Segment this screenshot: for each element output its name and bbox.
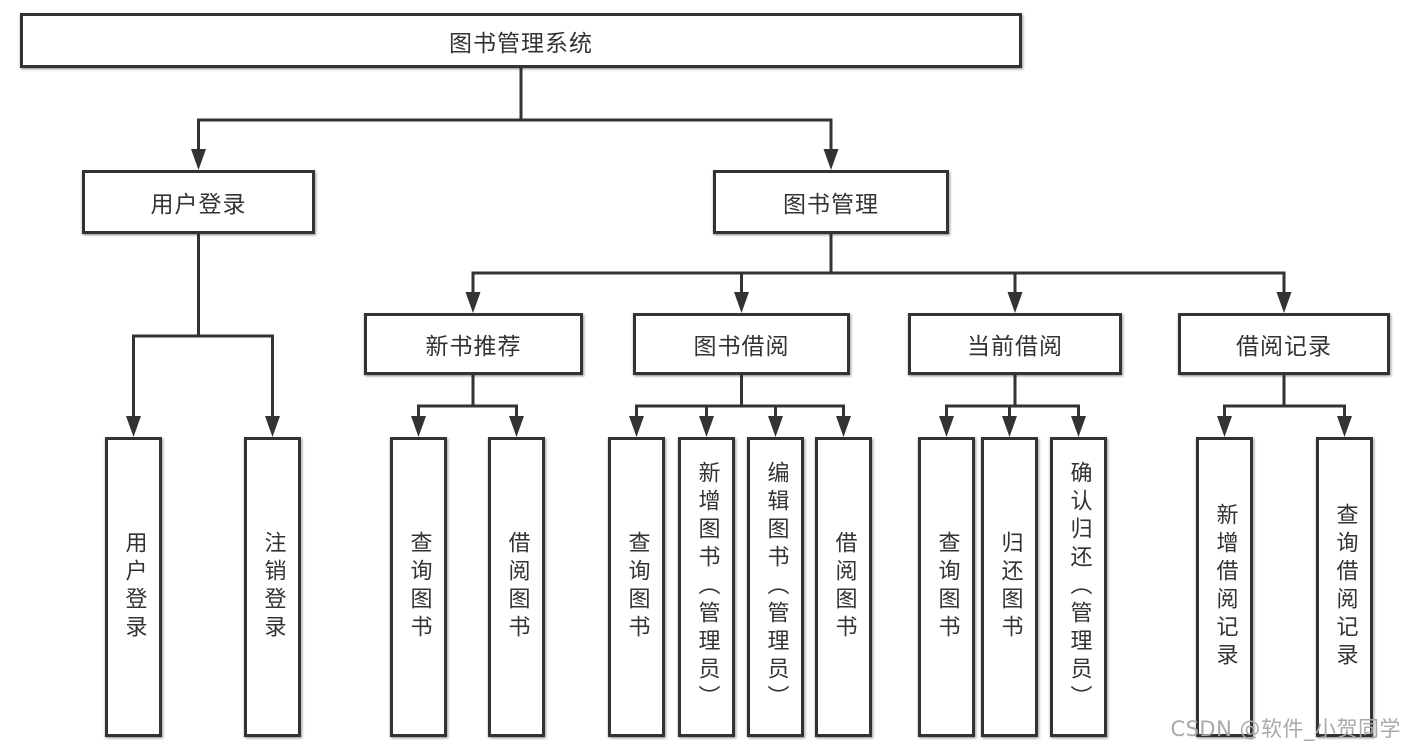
leaf-query-borrow-record: 查询借阅记录	[1316, 437, 1373, 737]
leaf-query-books-current: 查询图书	[918, 437, 975, 737]
leaf-label: 注销登录	[260, 531, 286, 643]
leaf-query-books-borrowing: 查询图书	[608, 437, 665, 737]
leaf-label: 借阅图书	[831, 531, 857, 643]
leaf-confirm-return-admin: 确认归还（管理员）	[1050, 437, 1107, 737]
leaf-logout: 注销登录	[244, 437, 301, 737]
leaf-add-books-admin: 新增图书（管理员）	[678, 437, 735, 737]
node-label: 借阅记录	[1236, 334, 1332, 360]
leaf-return-books: 归还图书	[981, 437, 1038, 737]
leaf-label: 借阅图书	[504, 531, 530, 643]
node-label: 用户登录	[150, 192, 247, 218]
leaf-label: 编辑图书（管理员）	[763, 461, 789, 713]
node-label: 图书借阅	[693, 334, 790, 360]
csdn-watermark: CSDN @软件_小贺同学	[1170, 717, 1401, 741]
node-label: 当前借阅	[967, 334, 1063, 360]
node-current-borrowing: 当前借阅	[908, 313, 1122, 375]
leaf-label: 查询借阅记录	[1332, 503, 1358, 671]
leaf-borrow-books: 借阅图书	[815, 437, 872, 737]
node-label: 图书管理	[783, 192, 879, 218]
leaf-label: 查询图书	[934, 531, 960, 643]
node-user-login: 用户登录	[82, 170, 315, 234]
leaf-label: 查询图书	[624, 531, 650, 643]
leaf-label: 用户登录	[121, 531, 147, 643]
leaf-label: 查询图书	[406, 531, 432, 643]
node-book-borrowing: 图书借阅	[633, 313, 850, 375]
node-label: 新书推荐	[425, 334, 522, 360]
leaf-edit-books-admin: 编辑图书（管理员）	[747, 437, 804, 737]
leaf-add-borrow-record: 新增借阅记录	[1196, 437, 1253, 737]
leaf-borrow-books-recommend: 借阅图书	[488, 437, 545, 737]
leaf-label: 新增借阅记录	[1212, 503, 1238, 671]
node-label: 图书管理系统	[449, 30, 593, 57]
node-library-management-system: 图书管理系统	[20, 13, 1022, 68]
leaf-query-books-recommend: 查询图书	[390, 437, 447, 737]
node-borrow-records: 借阅记录	[1178, 313, 1390, 375]
leaf-user-login: 用户登录	[105, 437, 162, 737]
leaf-label: 确认归还（管理员）	[1066, 461, 1092, 713]
leaf-label: 归还图书	[997, 531, 1023, 643]
leaf-label: 新增图书（管理员）	[694, 461, 720, 713]
node-new-book-recommend: 新书推荐	[364, 313, 583, 375]
node-book-management: 图书管理	[713, 170, 949, 234]
